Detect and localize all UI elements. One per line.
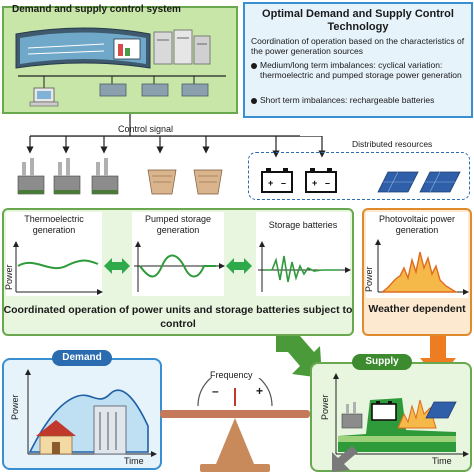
pumped-storage-label: Pumped storage generation bbox=[144, 214, 212, 235]
solar-panel-icon bbox=[425, 401, 457, 419]
coordination-caption: Coordinated operation of power units and… bbox=[3, 304, 353, 330]
power-plant-icon bbox=[17, 158, 45, 195]
distributed-resources-label: Distributed resources bbox=[352, 139, 433, 149]
coordination-curves bbox=[13, 241, 351, 295]
control-signal-arrows bbox=[26, 136, 326, 158]
operator-desk-icon bbox=[99, 83, 209, 97]
photovoltaic-label: Photovoltaic power generation bbox=[378, 214, 456, 235]
pv-output-curve bbox=[381, 251, 459, 293]
dam-icon bbox=[193, 169, 223, 195]
thermoelectric-label: Thermoelectric generation bbox=[24, 214, 84, 235]
server-rack-icon bbox=[153, 29, 211, 65]
solar-panel-icon bbox=[377, 171, 419, 193]
bullet-medium-long-term: Medium/long term imbalances: cyclical va… bbox=[260, 60, 462, 80]
control-signal-label: Control signal bbox=[118, 124, 174, 134]
power-plant-icon bbox=[341, 402, 363, 429]
double-arrow-icon bbox=[104, 258, 130, 274]
bullet-dot bbox=[251, 98, 257, 104]
supply-corner-arrow bbox=[332, 446, 358, 472]
storage-batteries-panel bbox=[256, 212, 350, 296]
storage-batteries-label: Storage batteries bbox=[268, 220, 338, 230]
bullet-dot bbox=[251, 63, 257, 69]
demand-time-axis-label: Time bbox=[124, 456, 144, 466]
balance-scale-icon bbox=[160, 378, 310, 472]
technology-title: Optimal Demand and Supply Control Techno… bbox=[262, 8, 454, 33]
svg-text:+: + bbox=[312, 178, 317, 188]
thermoelectric-curve bbox=[17, 259, 99, 269]
control-system-panel: Demand and supply control system bbox=[2, 4, 238, 114]
dam-icon bbox=[147, 169, 177, 195]
battery-icon bbox=[371, 401, 397, 421]
computer-icon bbox=[29, 87, 59, 107]
supply-storage-band bbox=[338, 436, 456, 442]
photovoltaic-chart bbox=[375, 239, 469, 295]
svg-text:–: – bbox=[281, 178, 286, 188]
frequency-plus: + bbox=[256, 384, 264, 398]
storage-batteries-curve bbox=[264, 255, 340, 283]
office-building-icon bbox=[93, 405, 127, 455]
power-plant-icon bbox=[53, 158, 81, 195]
svg-text:–: – bbox=[325, 178, 330, 188]
control-system-title: Demand and supply control system bbox=[12, 4, 181, 15]
technology-description: Coordination of operation based on the c… bbox=[251, 36, 465, 56]
battery-icon: + – bbox=[305, 168, 337, 193]
solar-panel-icon bbox=[419, 171, 461, 193]
battery-icon: + – bbox=[261, 168, 293, 193]
supply-chart bbox=[333, 373, 469, 457]
double-arrow-icon bbox=[226, 258, 252, 274]
monitor-wall-icon bbox=[15, 27, 151, 69]
supply-badge: Supply bbox=[352, 354, 412, 370]
technology-panel: Optimal Demand and Supply Control Techno… bbox=[243, 2, 473, 118]
demand-chart bbox=[25, 369, 157, 457]
weather-caption: Weather dependent bbox=[368, 303, 466, 315]
svg-text:+: + bbox=[268, 178, 273, 188]
supply-time-axis-label: Time bbox=[432, 456, 452, 466]
frequency-label: Frequency bbox=[210, 370, 253, 380]
pumped-storage-panel bbox=[132, 212, 224, 296]
demand-badge: Demand bbox=[52, 350, 112, 366]
control-room-illustration bbox=[15, 27, 226, 107]
resource-icons-row: + – + – bbox=[17, 158, 461, 195]
pumped-storage-curve bbox=[139, 254, 216, 278]
thermoelectric-panel bbox=[6, 212, 102, 296]
bullet-short-term: Short term imbalances: rechargeable batt… bbox=[260, 95, 435, 105]
house-icon bbox=[36, 420, 76, 455]
frequency-minus: – bbox=[212, 384, 219, 398]
distributed-resources-frame bbox=[248, 152, 470, 200]
power-plant-icon bbox=[91, 158, 119, 195]
